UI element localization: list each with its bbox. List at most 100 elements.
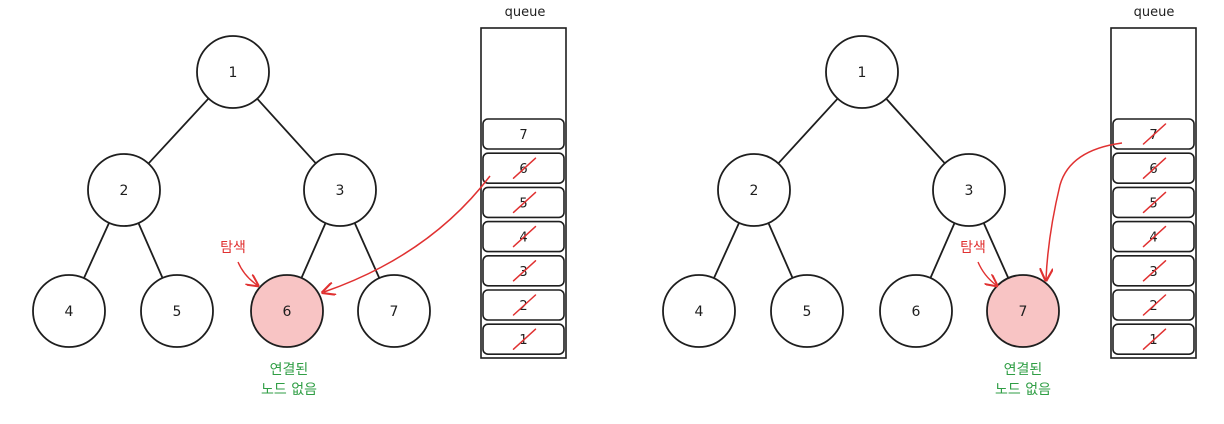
queue-item: 2 — [482, 289, 565, 321]
tree-node: 5 — [140, 274, 214, 348]
queue-item: 7 — [1112, 118, 1195, 150]
node-circle — [717, 153, 791, 227]
node-label: 5 — [803, 304, 812, 320]
tree-edge — [712, 221, 741, 280]
node-circle — [87, 153, 161, 227]
node-circle — [357, 274, 431, 348]
tree-edge — [982, 221, 1010, 280]
traversal-arrow — [324, 175, 491, 292]
node-label: 4 — [695, 304, 704, 320]
strike-mark — [1142, 260, 1167, 282]
node-label: 6 — [283, 304, 292, 320]
tree-nodes: 1 2 3 4 5 6 7 — [32, 35, 431, 348]
tree-edge — [777, 97, 839, 165]
explore-label: 탐색 — [960, 240, 986, 256]
queue-item: 4 — [1112, 220, 1195, 253]
strike-mark — [1142, 123, 1167, 145]
tree-node: 7 — [986, 274, 1060, 348]
strike-mark — [512, 191, 537, 214]
queue-item: 6 — [482, 152, 565, 184]
tree-node: 2 — [87, 153, 161, 227]
node-circle — [250, 274, 324, 348]
queue-item: 5 — [482, 186, 565, 219]
node-circle — [932, 153, 1006, 227]
tree-node: 4 — [662, 274, 736, 348]
node-label: 1 — [858, 65, 867, 81]
tree-edge — [885, 97, 946, 165]
traversal-arrow — [1046, 142, 1123, 279]
strike-mark — [1142, 294, 1167, 316]
node-label: 2 — [120, 183, 129, 199]
strike-mark — [512, 260, 537, 282]
note-line-2: 노드 없음 — [995, 382, 1051, 398]
node-label: 7 — [1019, 304, 1028, 320]
tree-nodes: 1 2 3 4 5 6 7 — [662, 35, 1060, 348]
queue-item: 5 — [1112, 186, 1195, 219]
queue-item: 3 — [1112, 255, 1195, 287]
queue-item: 1 — [1112, 323, 1195, 356]
tree-edges — [712, 97, 1010, 280]
node-circle — [770, 274, 844, 348]
tree-edge — [300, 222, 327, 279]
tree-node: 6 — [250, 274, 324, 348]
queue-item-label: 7 — [519, 128, 527, 143]
queue-cell — [482, 118, 565, 150]
tree-node: 7 — [357, 274, 431, 348]
explore-arrow — [977, 261, 996, 285]
node-circle — [986, 274, 1060, 348]
node-label: 2 — [750, 183, 759, 199]
node-label: 4 — [65, 304, 74, 320]
note-line-1: 연결된 — [270, 362, 309, 378]
strike-mark — [512, 157, 537, 179]
tree-edge — [137, 222, 164, 279]
node-label: 1 — [229, 65, 238, 81]
queue-item: 1 — [482, 323, 565, 356]
note-line-2: 노드 없음 — [261, 382, 317, 398]
strike-mark — [1142, 191, 1167, 214]
tree-edges — [82, 97, 381, 280]
node-circle — [196, 35, 270, 109]
explore-label: 탐색 — [220, 240, 246, 256]
node-circle — [32, 274, 106, 348]
strike-mark — [512, 294, 537, 316]
tree-node: 3 — [932, 153, 1006, 227]
queue-items: 7 654321 — [482, 118, 565, 356]
tree-edge — [767, 222, 794, 279]
tree-node: 2 — [717, 153, 791, 227]
queue-container — [480, 27, 567, 359]
tree-edge — [82, 221, 111, 280]
queue-items: 7654321 — [1112, 118, 1195, 356]
node-circle — [825, 35, 899, 109]
node-label: 3 — [965, 183, 974, 199]
node-label: 5 — [173, 304, 182, 320]
strike-mark — [512, 225, 537, 248]
queue-item: 2 — [1112, 289, 1195, 321]
queue-title: queue — [1134, 5, 1175, 20]
node-label: 6 — [912, 304, 921, 320]
queue-item: 4 — [482, 220, 565, 253]
strike-mark — [1142, 328, 1167, 350]
tree-node: 1 — [825, 35, 899, 109]
tree-edge — [147, 97, 210, 165]
strike-mark — [1142, 157, 1167, 179]
queue-item: 7 — [482, 118, 565, 150]
node-label: 3 — [336, 183, 345, 199]
tree-edge — [256, 97, 317, 165]
tree-node: 6 — [879, 274, 953, 348]
node-circle — [662, 274, 736, 348]
node-circle — [879, 274, 953, 348]
node-label: 7 — [390, 304, 399, 320]
tree-node: 5 — [770, 274, 844, 348]
tree-node: 1 — [196, 35, 270, 109]
strike-mark — [1142, 225, 1167, 248]
queue-item: 3 — [482, 255, 565, 287]
queue-container — [1110, 27, 1197, 359]
strike-mark — [512, 328, 537, 350]
tree-edge — [353, 221, 381, 280]
tree-node: 4 — [32, 274, 106, 348]
tree-edge — [929, 222, 956, 279]
node-circle — [303, 153, 377, 227]
